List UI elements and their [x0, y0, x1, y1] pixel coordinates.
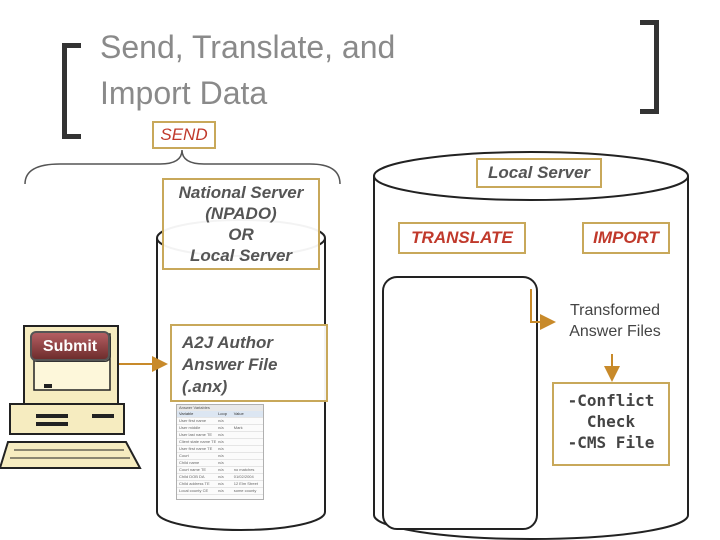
preview-table-cell: User middle	[179, 425, 201, 430]
preview-table-cell	[232, 418, 263, 424]
a2j-answer-file-label: A2J Author Answer File (.anx)	[170, 324, 328, 402]
send-brace	[24, 149, 341, 185]
preview-table-cell: Court name TE	[179, 467, 207, 472]
preview-table-cell: n/a	[218, 439, 224, 444]
preview-table-row: Child name n/a	[177, 460, 263, 467]
preview-col-header: Value	[233, 411, 244, 416]
preview-table-cell: User first name TE	[179, 446, 213, 451]
preview-table-cell: n/a	[218, 474, 224, 479]
translate-label: TRANSLATE	[398, 222, 526, 254]
preview-col-header: Variable	[179, 411, 194, 416]
preview-table-cell: Child DOB DA	[179, 474, 205, 479]
a2j-label-line: Answer File	[182, 355, 278, 374]
preview-table-cell: n/a	[218, 467, 224, 472]
preview-table-cell: 01/02/2004	[233, 474, 254, 479]
preview-table-row: Child address TE n/a 12 Elm Street	[177, 481, 263, 488]
preview-table-cell: Court	[179, 453, 189, 458]
conflict-line: -CMS File	[567, 433, 655, 452]
preview-table-cell: n/a	[218, 418, 224, 423]
preview-table-cell	[232, 446, 263, 452]
preview-table-row: Court n/a	[177, 453, 263, 460]
preview-table-cell	[232, 460, 263, 466]
preview-table-cell: n/a	[218, 425, 224, 430]
title-bracket-right	[640, 20, 659, 114]
preview-table-row: Local county CE n/a some county	[177, 488, 263, 495]
preview-table-cell: User first name	[179, 418, 207, 423]
preview-table-row: User first name n/a	[177, 418, 263, 425]
preview-col-header: Loop	[218, 411, 227, 416]
preview-table-cell: 12 Elm Street	[233, 481, 258, 486]
preview-table-cell: n/a	[218, 446, 224, 451]
slide-title-line-1: Send, Translate, and	[100, 29, 396, 65]
send-label: SEND	[152, 121, 216, 149]
preview-table-cell: n/a	[218, 453, 224, 458]
preview-table-cell: some county	[233, 488, 257, 493]
a2j-label-line: A2J Author	[182, 333, 273, 352]
transformed-line: Answer Files	[569, 323, 661, 340]
conflict-check-label: -Conflict Check -CMS File	[552, 382, 670, 466]
preview-table-cell: n/a	[218, 460, 224, 465]
answer-file-preview: Answer Variables Variable Loop Value Use…	[176, 404, 264, 500]
title-bracket-left	[62, 43, 81, 139]
preview-table-cell: n/a	[218, 432, 224, 437]
preview-table-row: Child DOB DA n/a 01/02/2004	[177, 474, 263, 481]
preview-table-cell: Mark	[233, 425, 243, 430]
transformed-line: Transformed	[569, 302, 661, 319]
preview-table-cell	[232, 432, 263, 438]
preview-table-row: User middle n/a Mark	[177, 425, 263, 432]
preview-table-cell: n/a	[218, 481, 224, 486]
preview-table-row: Court name TE n/a no matches	[177, 467, 263, 474]
preview-table-row: User last name TE n/a	[177, 432, 263, 439]
preview-table-cell: Child name	[179, 460, 200, 465]
preview-table-cell: Local county CE	[179, 488, 209, 493]
preview-table-cell: Client state name TE	[179, 439, 217, 444]
preview-title: Answer Variables	[177, 405, 263, 411]
national-server-label: National Server (NPADO) OR Local Server	[162, 178, 320, 270]
preview-table-cell: Child address TE	[179, 481, 210, 486]
import-label: IMPORT	[582, 222, 670, 254]
slide-title: Send, Translate, and Import Data	[100, 24, 600, 116]
submit-button[interactable]: Submit	[30, 331, 110, 361]
slide-title-line-2: Import Data	[100, 75, 268, 111]
conflict-line: Check	[586, 412, 636, 431]
preview-table-row: User first name TE n/a	[177, 446, 263, 453]
national-server-line: OR	[228, 225, 254, 244]
preview-header-row: Variable Loop Value	[177, 411, 263, 418]
preview-table-cell	[232, 439, 263, 445]
translate-area	[382, 276, 538, 530]
transformed-answer-files-label: Transformed Answer Files	[556, 300, 674, 354]
national-server-line: National Server	[178, 183, 304, 202]
conflict-line: -Conflict	[567, 391, 655, 410]
preview-table-cell: User last name TE	[179, 432, 213, 437]
local-server-label: Local Server	[476, 158, 602, 188]
preview-table-cell	[232, 453, 263, 459]
preview-table-cell: n/a	[218, 488, 224, 493]
a2j-label-line: (.anx)	[182, 377, 228, 396]
national-server-line: (NPADO)	[205, 204, 277, 223]
national-server-line: Local Server	[189, 246, 293, 265]
translate-arrow	[530, 289, 556, 330]
preview-table-cell: no matches	[233, 467, 255, 472]
